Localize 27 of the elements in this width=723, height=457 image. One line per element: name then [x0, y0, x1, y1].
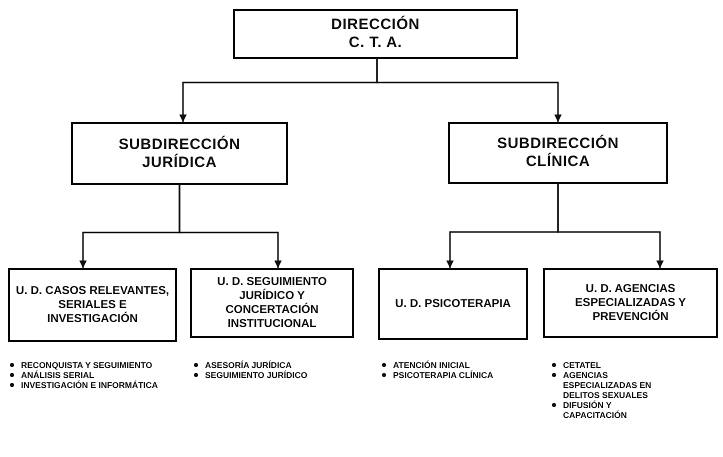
bullet-item: SEGUIMIENTO JURÍDICO	[205, 370, 308, 380]
unit-name: U. D. PSICOTERAPIA	[395, 297, 511, 311]
unit-name: SUBDIRECCIÓN JURÍDICA	[118, 136, 242, 172]
org-box	[8, 268, 177, 342]
bullet-item: DIFUSIÓN Y CAPACITACIÓN	[563, 400, 627, 420]
bullet-item: PSICOTERAPIA CLÍNICA	[393, 370, 494, 380]
bullet-item: RECONQUISTA Y SEGUIMIENTO	[21, 360, 152, 370]
org-box	[233, 9, 518, 59]
bullet-item: CETATEL	[563, 360, 601, 370]
unit-name: SUBDIRECCIÓN CLÍNICA	[496, 135, 620, 171]
bullet-item: ATENCIÓN INICIAL	[393, 360, 470, 370]
unit-name: U. D. CASOS RELEVANTES, SERIALES E INVESTIGACIÓN	[14, 284, 170, 326]
org-box	[190, 268, 354, 338]
bullet-item: ASESORÍA JURÍDICA	[205, 360, 292, 370]
arrow	[376, 59, 562, 122]
bullet-item: ANÁLISIS SERIAL	[21, 370, 94, 380]
org-box	[543, 268, 718, 338]
bullet-item: AGENCIAS ESPECIALIZADAS EN DELITOS SEXUALES	[563, 370, 652, 400]
org-box	[378, 268, 528, 340]
bullet-item: INVESTIGACIÓN E INFORMÁTICA	[21, 380, 158, 390]
unit-name: U. D. AGENCIAS ESPECIALIZADAS Y PREVENCIÓN	[574, 282, 687, 324]
org-box	[71, 122, 288, 185]
unit-name: DIRECCIÓN C. T. A.	[330, 16, 421, 52]
unit-name: U. D. SEGUIMIENTO JURÍDICO Y CONCERTACIÓN INSTITUCIONAL	[216, 275, 328, 331]
arrow	[178, 185, 282, 268]
org-box	[448, 122, 668, 184]
arrow	[557, 184, 664, 268]
